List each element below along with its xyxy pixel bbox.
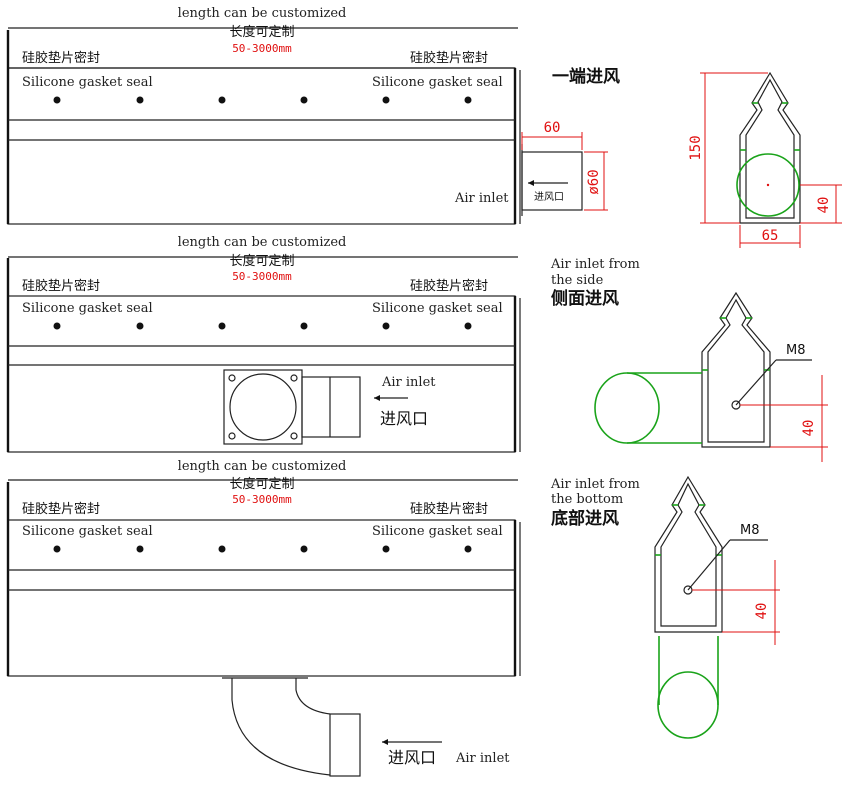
air-inlet-label-en: Air inlet xyxy=(381,375,436,390)
gasket-label-en-left: Silicone gasket seal xyxy=(22,75,153,90)
duct-bore xyxy=(736,153,800,217)
dim-center-height: 40 xyxy=(816,197,832,214)
arrow-head xyxy=(374,395,380,401)
dim-inlet-length: 60 xyxy=(544,120,561,136)
end-inlet-title: 一端进风 xyxy=(552,66,620,87)
side-title-en-1: Air inlet from xyxy=(550,257,640,272)
air-inlet-label-cn-small: 进风口 xyxy=(534,191,564,203)
mounting-holes xyxy=(53,96,472,104)
flange-bolt xyxy=(290,432,298,440)
length-customizable-cn: 长度可定制 xyxy=(229,476,294,492)
dim-center-height: 40 xyxy=(754,603,770,620)
mounting-hole xyxy=(300,322,308,330)
length-range: 50-3000mm xyxy=(232,42,292,55)
cross-section-end xyxy=(736,71,801,224)
gasket-label-cn-right: 硅胶垫片密封 xyxy=(410,501,488,517)
mounting-hole xyxy=(382,322,390,330)
mounting-hole xyxy=(136,322,144,330)
elbow-outlet xyxy=(329,713,361,777)
arrow-head xyxy=(382,739,388,745)
length-customizable-en: length can be customized xyxy=(178,235,347,250)
duct-body xyxy=(7,519,516,677)
air-inlet-label-cn: 进风口 xyxy=(388,748,436,767)
mounting-hole xyxy=(464,545,472,553)
gasket-label-en-left: Silicone gasket seal xyxy=(22,524,153,539)
elbow-outer-curve xyxy=(231,678,331,776)
mounting-hole xyxy=(136,545,144,553)
side-inlet-title: 侧面进风 xyxy=(551,288,619,309)
mounting-holes xyxy=(53,322,472,330)
bottom-title-en-1: Air inlet from xyxy=(550,477,640,492)
length-customizable-en: length can be customized xyxy=(178,459,347,474)
gasket-label-en-right: Silicone gasket seal xyxy=(372,75,503,90)
section-outline xyxy=(739,71,801,224)
mounting-hole xyxy=(464,322,472,330)
section-outline xyxy=(701,291,771,448)
m8-leader xyxy=(687,539,731,591)
dim-inlet-diameter: ø60 xyxy=(586,169,602,194)
section-inner xyxy=(707,298,765,443)
flange-bolt xyxy=(228,432,236,440)
dim-height: 150 xyxy=(688,135,704,160)
m8-leader xyxy=(735,359,777,406)
length-customizable-cn: 长度可定制 xyxy=(229,24,294,40)
mounting-hole xyxy=(136,96,144,104)
gasket-label-cn-right: 硅胶垫片密封 xyxy=(410,50,488,66)
mounting-hole xyxy=(53,545,61,553)
arrow-head xyxy=(528,180,534,186)
bottom-inlet-pipe-section xyxy=(657,671,719,739)
mounting-hole xyxy=(218,545,226,553)
dim-width: 65 xyxy=(762,228,779,244)
section-inner xyxy=(745,78,795,219)
flange-bolt xyxy=(290,374,298,382)
gasket-label-cn-left: 硅胶垫片密封 xyxy=(22,50,100,66)
gasket-label-en-left: Silicone gasket seal xyxy=(22,301,153,316)
mounting-hole xyxy=(53,322,61,330)
gasket-label-cn-left: 硅胶垫片密封 xyxy=(22,278,100,294)
air-inlet-label-en: Air inlet xyxy=(455,751,510,766)
panel-side-inlet: length can be customized 长度可定制 50-3000mm… xyxy=(6,235,828,462)
center-mark xyxy=(766,183,770,187)
gasket-label-en-right: Silicone gasket seal xyxy=(372,301,503,316)
cross-section-bottom xyxy=(654,475,723,739)
bottom-inlet-title: 底部进风 xyxy=(551,508,619,529)
gasket-label-en-right: Silicone gasket seal xyxy=(372,524,503,539)
cross-section-side xyxy=(594,291,771,448)
side-inlet-pipe-section xyxy=(594,372,660,444)
m8-label: M8 xyxy=(786,343,806,358)
mounting-hole xyxy=(382,96,390,104)
length-customizable-cn: 长度可定制 xyxy=(229,253,294,269)
length-range: 50-3000mm xyxy=(232,270,292,283)
air-inlet-label-en: Air inlet xyxy=(454,191,509,206)
mounting-holes xyxy=(53,545,472,553)
side-inlet-flange xyxy=(223,369,303,445)
mounting-hole xyxy=(218,322,226,330)
mounting-hole xyxy=(53,96,61,104)
panel-bottom-inlet: length can be customized 长度可定制 50-3000mm… xyxy=(6,459,780,777)
elbow-inner-curve xyxy=(295,678,331,715)
dim-center-height: 40 xyxy=(801,420,817,437)
mounting-hole xyxy=(300,96,308,104)
mounting-hole xyxy=(382,545,390,553)
section-inner xyxy=(660,482,717,627)
bottom-title-en-2: the bottom xyxy=(551,492,623,507)
mounting-hole xyxy=(464,96,472,104)
length-range: 50-3000mm xyxy=(232,493,292,506)
panel-end-inlet: length can be customized 长度可定制 50-3000mm… xyxy=(6,6,842,248)
air-inlet-label-cn: 进风口 xyxy=(380,409,428,428)
flange-bolt xyxy=(228,374,236,382)
gasket-label-cn-right: 硅胶垫片密封 xyxy=(410,278,488,294)
mounting-hole xyxy=(300,545,308,553)
side-inlet-opening xyxy=(229,373,297,441)
gasket-label-cn-left: 硅胶垫片密封 xyxy=(22,501,100,517)
side-inlet-pipe xyxy=(301,376,361,438)
mounting-hole xyxy=(218,96,226,104)
side-title-en-2: the side xyxy=(551,273,604,288)
section-outline xyxy=(654,475,723,633)
length-customizable-en: length can be customized xyxy=(178,6,347,21)
duct-body xyxy=(7,67,516,225)
m8-label: M8 xyxy=(740,523,760,538)
